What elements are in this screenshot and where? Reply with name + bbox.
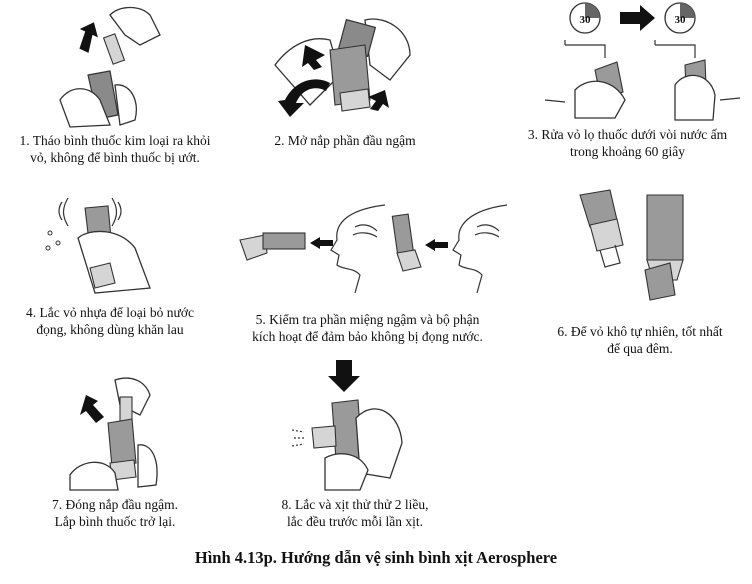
step-4-caption-line-1: 4. Lắc vỏ nhựa để loại bỏ nước (26, 305, 194, 320)
arrow-left-icon (368, 90, 389, 111)
arrow-up-icon (79, 22, 98, 53)
step-6-illustration (575, 185, 705, 305)
step-2-illustration (270, 5, 420, 130)
step-7-caption: 7. Đóng nắp đầu ngậm. Lắp bình thuốc trở… (0, 496, 230, 530)
step-4-illustration (40, 188, 180, 298)
step-7-illustration (60, 375, 180, 491)
step-7-caption-line-2: Lắp bình thuốc trở lại. (54, 514, 176, 529)
timer-icon (664, 2, 696, 34)
step-3-caption-line-2: trong khoảng 60 giây (569, 144, 686, 159)
arrow-left-icon (310, 237, 333, 249)
arrow-right-icon (302, 45, 325, 70)
spray-mist-icon (291, 429, 306, 447)
step-5-caption-line-2: kích hoạt để đảm bảo không bị đọng nước. (252, 329, 483, 344)
step-8-caption: 8. Lắc và xịt thử thử 2 liều, lắc đều tr… (240, 496, 470, 530)
step-2-caption: 2. Mở nắp phần đầu ngậm (230, 132, 460, 149)
step-3-caption: 3. Rửa vỏ lọ thuốc dưới vòi nước ấm tron… (505, 126, 750, 160)
water-drops-icon (45, 230, 61, 251)
step-3-illustration: 30 30 (544, 0, 745, 125)
timer-label-right: 30 (675, 14, 687, 26)
step-5-caption: 5. Kiểm tra phần miệng ngậm và bộ phận k… (230, 311, 505, 345)
timer-label-left: 30 (580, 14, 592, 26)
step-8-caption-line-1: 8. Lắc và xịt thử thử 2 liều, (281, 497, 429, 512)
step-3-caption-line-1: 3. Rửa vỏ lọ thuốc dưới vòi nước ấm (527, 127, 728, 142)
arrow-down-icon (328, 360, 360, 392)
timer-icon (569, 2, 601, 34)
step-5-caption-line-1: 5. Kiểm tra phần miệng ngậm và bộ phận (255, 312, 480, 327)
arrow-left-icon (425, 239, 448, 251)
step-6-caption-line-1: 6. Để vỏ khô tự nhiên, tốt nhất (557, 324, 723, 339)
face-profile (330, 204, 386, 294)
step-4-caption-line-2: đọng, không dùng khăn lau (36, 322, 184, 337)
step-1-caption-line-1: 1. Tháo bình thuốc kim loại ra khỏi (19, 133, 211, 148)
step-1-caption: 1. Tháo bình thuốc kim loại ra khỏi vỏ, … (0, 132, 230, 166)
step-7-caption-line-1: 7. Đóng nắp đầu ngậm. (52, 497, 178, 512)
step-2-caption-line-1: 2. Mở nắp phần đầu ngậm (274, 133, 416, 148)
step-1-caption-line-2: vỏ, không để bình thuốc bị ướt. (30, 150, 200, 165)
step-5-illustration (235, 195, 510, 295)
step-6-caption-line-2: để qua đêm. (607, 341, 673, 356)
arrow-right-icon (620, 5, 655, 31)
step-4-caption: 4. Lắc vỏ nhựa để loại bỏ nước đọng, khô… (0, 304, 220, 338)
step-8-caption-line-2: lắc đều trước mỗi lần xịt. (287, 514, 423, 529)
curved-arrow-icon (278, 79, 330, 117)
step-1-illustration (40, 5, 190, 130)
face-profile (452, 204, 508, 294)
figure-caption: Hình 4.13p. Hướng dẫn vệ sinh bình xịt A… (194, 548, 558, 567)
step-6-caption: 6. Để vỏ khô tự nhiên, tốt nhất để qua đ… (530, 323, 750, 357)
arrow-down-icon (80, 395, 104, 423)
step-8-illustration (290, 358, 430, 493)
